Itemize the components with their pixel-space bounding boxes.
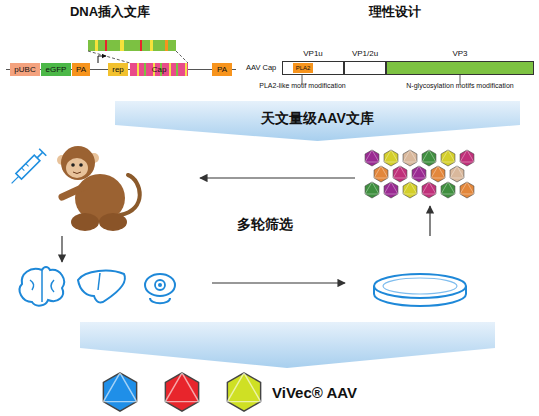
insert-stripe bbox=[105, 40, 107, 51]
syringe-mark bbox=[26, 164, 29, 167]
library-band: 天文量级AAV文库 bbox=[115, 101, 520, 141]
vp-region: VP3 bbox=[386, 61, 534, 75]
eye-icon bbox=[145, 274, 175, 296]
brain-icon bbox=[30, 271, 54, 302]
segment-label: PA bbox=[72, 63, 90, 76]
liver-icon bbox=[98, 273, 100, 290]
capsid-product bbox=[165, 373, 198, 411]
capsid-icon bbox=[431, 166, 445, 182]
monkey-arm bbox=[62, 186, 86, 197]
eye-icon bbox=[158, 283, 162, 287]
monkey-face bbox=[66, 158, 88, 178]
capsid-icon bbox=[393, 166, 407, 182]
petri-dish bbox=[383, 278, 457, 294]
capsid-icon bbox=[422, 182, 436, 198]
capsid-icon bbox=[365, 182, 379, 198]
flow-arrow bbox=[212, 282, 345, 283]
capsid-icon bbox=[422, 150, 436, 166]
insert-stripe bbox=[120, 40, 124, 51]
monkey-eye bbox=[71, 163, 75, 167]
insert-stripe bbox=[95, 40, 98, 51]
segment-label: rep bbox=[108, 63, 128, 76]
vp-region: VP1uPLA2 bbox=[282, 61, 344, 75]
monkey-leg bbox=[71, 213, 99, 231]
segment-label: PLA2 bbox=[293, 63, 313, 73]
syringe-needle bbox=[12, 176, 19, 183]
section-heading: 理性设计 bbox=[345, 3, 445, 21]
gene-segment: eGFP bbox=[41, 63, 71, 76]
syringe-mark bbox=[22, 168, 25, 171]
insert-stripe bbox=[150, 40, 153, 51]
promoter-segment: pUBC bbox=[10, 63, 40, 76]
capsid-icon bbox=[460, 182, 474, 198]
dashed-guide bbox=[176, 51, 188, 63]
liver-icon bbox=[78, 271, 125, 303]
capsid-icon bbox=[384, 150, 398, 166]
segment-label: eGFP bbox=[41, 63, 71, 76]
region-label: VP1/2u bbox=[345, 48, 385, 59]
syringe-barrel bbox=[16, 155, 40, 179]
promoter-arrow bbox=[98, 56, 106, 63]
band-label: 天文量级AAV文库 bbox=[115, 109, 520, 127]
capsid-icon bbox=[374, 166, 388, 182]
monkey-eye bbox=[79, 163, 83, 167]
capsid-icon bbox=[365, 150, 379, 166]
step-label: 多轮筛选 bbox=[215, 216, 315, 234]
segment-label: pUBC bbox=[10, 63, 40, 76]
cap-segment: Cap bbox=[130, 63, 188, 76]
polya-segment: PA bbox=[72, 63, 90, 76]
vp-region: VP1/2u bbox=[344, 61, 386, 75]
capsid-icon bbox=[450, 166, 464, 182]
monkey-leg bbox=[99, 213, 127, 231]
annotation: N-glycosylation motifs modification bbox=[385, 82, 535, 89]
section-heading: DNA插入文库 bbox=[50, 3, 170, 21]
region-label: VP3 bbox=[387, 48, 533, 59]
insert-bar bbox=[88, 40, 176, 51]
annotation: PLA2-like motif modification bbox=[240, 82, 365, 89]
segment-label: Cap bbox=[130, 63, 188, 76]
insert-stripe bbox=[140, 40, 142, 51]
flow-arrow bbox=[429, 206, 430, 236]
capsid-icon bbox=[460, 150, 474, 166]
capsid-icon bbox=[403, 182, 417, 198]
capsid-icon bbox=[412, 166, 426, 182]
segment-label: PA bbox=[212, 63, 232, 76]
gene-segment: rep bbox=[108, 63, 128, 76]
motif-box: PLA2 bbox=[293, 63, 313, 73]
monkey-mouth bbox=[73, 172, 81, 174]
product-name: ViVec® AAV bbox=[272, 384, 392, 401]
brain-icon bbox=[20, 267, 64, 306]
petri-dish bbox=[374, 274, 466, 298]
eye-icon bbox=[155, 280, 165, 290]
band-shape bbox=[115, 101, 520, 141]
flow-arrow bbox=[200, 177, 355, 178]
capsid-icon bbox=[441, 150, 455, 166]
capsid-icon bbox=[441, 182, 455, 198]
capsid-product bbox=[103, 373, 136, 411]
flow-arrow bbox=[61, 236, 62, 262]
axis-label: AAV Cap bbox=[246, 63, 280, 72]
petri-dish bbox=[374, 286, 466, 306]
eye-icon bbox=[150, 298, 170, 303]
capsid-product bbox=[227, 373, 260, 411]
insert-stripe bbox=[165, 40, 168, 51]
result-band bbox=[80, 322, 495, 368]
monkey-head bbox=[61, 146, 95, 180]
capsid-icon bbox=[384, 182, 398, 198]
polya-segment: PA bbox=[212, 63, 232, 76]
region-label: VP1u bbox=[283, 48, 343, 59]
capsid-icon bbox=[403, 150, 417, 166]
syringe-plunger bbox=[37, 152, 43, 158]
dashed-guide bbox=[88, 51, 130, 63]
syringe-plunger bbox=[39, 149, 46, 156]
